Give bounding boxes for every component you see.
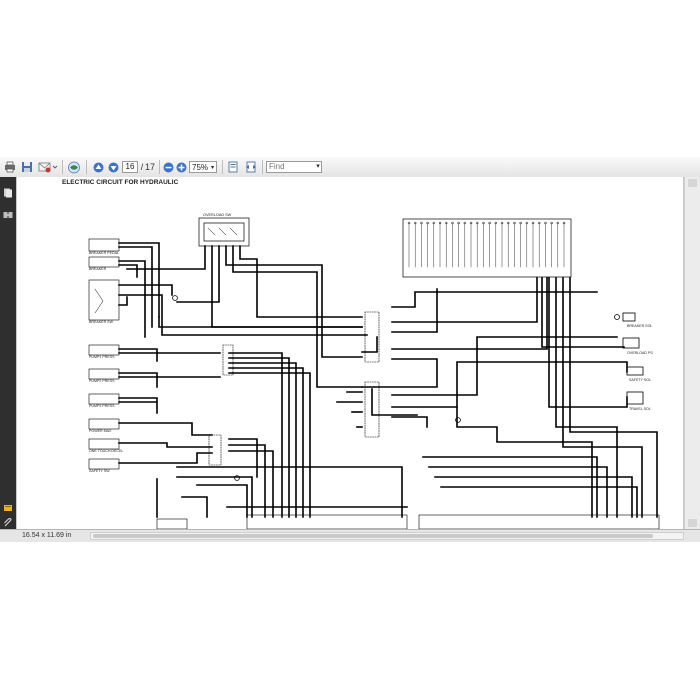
pin-dot xyxy=(469,221,473,225)
page-size-label: 16.54 x 11.69 in xyxy=(22,532,72,539)
label-breaker-pedal: BREAKER PEDAL xyxy=(89,251,119,255)
label-safety-sw: SAFETY SW xyxy=(89,469,110,473)
collaborate-button[interactable] xyxy=(66,160,82,174)
pin-dot xyxy=(507,221,510,225)
label-overload-ps: OVERLOAD PS xyxy=(627,351,653,355)
scroll-down-button[interactable] xyxy=(688,519,697,527)
fit-page-icon xyxy=(228,161,238,173)
label-breaker-sw: BREAKER SW xyxy=(89,320,114,324)
pin-dot xyxy=(538,221,541,225)
pin-dot xyxy=(426,221,429,225)
label-power-max: POWER MAX xyxy=(89,429,112,433)
pin-table xyxy=(402,218,572,278)
page-separator: / xyxy=(140,162,144,172)
next-page-icon xyxy=(108,162,118,172)
hydraulic-circuit-diagram: ELECTRIC CIRCUIT FOR HYDRAULIC OVERLOAD … xyxy=(62,179,660,529)
next-page-button[interactable] xyxy=(107,160,119,174)
find-input[interactable] xyxy=(266,161,322,173)
bookmark-panel-button[interactable] xyxy=(3,500,13,511)
pin-dot xyxy=(420,221,423,225)
email-button[interactable] xyxy=(37,160,59,174)
right-solenoids xyxy=(614,312,644,405)
pin-dot xyxy=(550,221,553,225)
fit-width-button[interactable] xyxy=(244,160,258,174)
zoom-value: 75% xyxy=(192,163,209,172)
label-travel-sol: TRAVEL SOL xyxy=(629,407,651,411)
email-icon xyxy=(38,162,58,173)
pages-panel-icon xyxy=(4,188,12,198)
attachments-icon xyxy=(3,212,13,218)
label-one-touch-decel: ONE TOUCH DECEL xyxy=(89,449,123,453)
pin-dot xyxy=(519,221,522,225)
status-bar: 16.54 x 11.69 in xyxy=(0,529,700,542)
print-button[interactable] xyxy=(3,160,17,174)
connector-blocks xyxy=(208,311,380,466)
fit-page-button[interactable] xyxy=(226,160,240,174)
pin-dot xyxy=(407,221,411,225)
navigation-sidebar xyxy=(0,177,16,529)
vertical-scrollbar[interactable] xyxy=(684,177,700,529)
zoom-select[interactable]: 75% ▾ xyxy=(189,161,217,173)
pin-dot xyxy=(445,221,448,225)
pin-dot xyxy=(476,221,479,225)
total-pages: 17 xyxy=(145,162,156,172)
pin-dot xyxy=(451,221,454,225)
page-number-input[interactable] xyxy=(122,161,138,173)
previous-page-icon xyxy=(93,162,103,172)
bottom-connectors xyxy=(156,514,660,529)
chevron-down-icon: ▾ xyxy=(210,165,214,171)
pin-dot xyxy=(531,221,535,225)
pin-dot xyxy=(544,221,547,225)
pin-dot xyxy=(525,221,528,225)
attachments-panel-button[interactable] xyxy=(3,207,13,218)
viewer-toolbar: / 17 75% ▾ ▾ xyxy=(0,157,700,178)
label-safety-sol: SAFETY SOL xyxy=(629,378,651,382)
label-breaker: BREAKER xyxy=(89,267,107,271)
pin-dot xyxy=(482,221,485,225)
pin-dot xyxy=(414,221,417,225)
find-dropdown-button[interactable]: ▾ xyxy=(314,160,322,174)
attach-icon xyxy=(4,517,12,527)
save-icon xyxy=(22,162,32,172)
label-overload-sw: OVERLOAD SW xyxy=(203,213,232,217)
zoom-in-icon xyxy=(176,162,186,172)
horizontal-scrollbar[interactable] xyxy=(90,532,684,540)
horizontal-scroll-thumb[interactable] xyxy=(93,534,653,538)
pin-dot xyxy=(556,221,559,225)
pin-dot xyxy=(500,221,504,225)
pin-dot xyxy=(488,221,491,225)
label-breaker-sol: BREAKER SOL xyxy=(627,324,652,328)
attach-panel-button[interactable] xyxy=(3,515,13,527)
pin-dot xyxy=(463,221,466,225)
find-dropdown-icon: ▾ xyxy=(316,163,320,170)
pin-dot xyxy=(457,221,460,225)
previous-page-button[interactable] xyxy=(92,160,104,174)
pin-dot xyxy=(438,221,442,225)
scroll-up-button[interactable] xyxy=(688,179,697,187)
pin-dot xyxy=(562,221,566,225)
left-switch-blocks xyxy=(88,238,120,470)
print-icon xyxy=(5,161,15,173)
fit-width-icon xyxy=(246,161,256,173)
zoom-in-button[interactable] xyxy=(175,160,187,174)
collaborate-icon xyxy=(68,161,80,173)
label-pump1-press: PUMP1 PRESS xyxy=(89,355,115,359)
pages-panel-button[interactable] xyxy=(3,185,13,198)
pin-dot xyxy=(513,221,516,225)
pin-dot xyxy=(432,221,435,225)
page-title: ELECTRIC CIRCUIT FOR HYDRAULIC xyxy=(62,179,179,186)
pdf-viewer: / 17 75% ▾ ▾ xyxy=(0,157,700,542)
document-page: ELECTRIC CIRCUIT FOR HYDRAULIC OVERLOAD … xyxy=(17,177,683,529)
zoom-out-icon xyxy=(163,162,173,172)
save-button[interactable] xyxy=(20,160,34,174)
bookmark-icon xyxy=(4,505,12,511)
pin-dot xyxy=(494,221,497,225)
zoom-out-button[interactable] xyxy=(162,160,174,174)
label-pump2-press: PUMP2 PRESS xyxy=(89,379,115,383)
ground-symbols xyxy=(172,295,461,481)
wiring-harness xyxy=(118,242,658,518)
overload-switch-block xyxy=(198,217,250,247)
label-pump3-press: PUMP3 PRESS xyxy=(89,404,115,408)
